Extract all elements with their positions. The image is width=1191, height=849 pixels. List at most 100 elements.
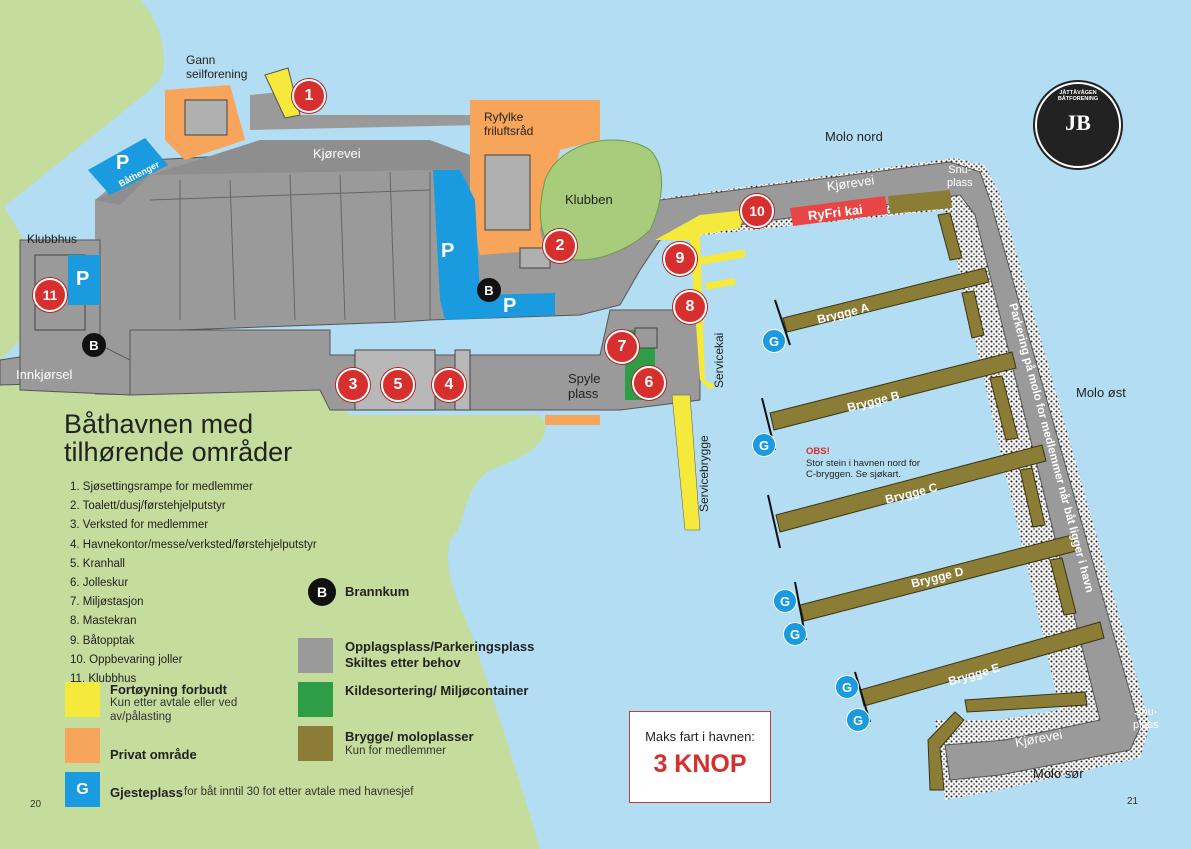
molo-olive-strip: [888, 190, 952, 214]
legend-yellow-title: Fortøyning forbudt: [110, 682, 227, 697]
logo-ring-text: JÅTTÅVÅGEN BÅTFORENING: [1057, 90, 1099, 102]
pier-c: [775, 444, 1047, 533]
marker-6: 6: [632, 366, 666, 400]
legend-item: 3. Verksted for medlemmer: [70, 519, 209, 532]
label-molo-nord: Molo nord: [825, 129, 883, 144]
pier-9-yellow: [700, 249, 746, 265]
legend-item: 8. Mastekran: [70, 615, 137, 628]
label-gann: Gann seilforening: [186, 53, 248, 81]
legend-grey-title: Opplagsplass/Parkeringsplass Skiltes ett…: [345, 639, 535, 671]
pier-d: [799, 534, 1077, 622]
label-molo-ost: Molo øst: [1076, 385, 1126, 400]
central-parking: [433, 170, 555, 320]
speed-limit-box: Maks fart i havnen: 3 KNOP: [629, 711, 771, 803]
pier-8-yellow: [705, 277, 736, 290]
gann-road: [250, 90, 480, 130]
parking-rows: [149, 171, 431, 321]
legend-item: 7. Miljøstasjon: [70, 596, 144, 609]
label-servicekai: Servicekai: [712, 332, 726, 388]
marker-7: 7: [605, 330, 639, 364]
bathenger-parking: [88, 138, 168, 195]
legend-numbered-list: 1. Sjøsettingsrampe for medlemmer 2. Toa…: [70, 478, 317, 689]
ramp-yellow: [264, 67, 301, 119]
parking-marker-central: P: [441, 240, 455, 262]
marker-3: 3: [336, 368, 370, 402]
guest-marker-d1: G: [773, 589, 797, 613]
legend-swatch-orange: [65, 728, 100, 763]
land-south-west: [0, 380, 546, 849]
guest-marker-a: G: [762, 329, 786, 353]
road-top-edge: [95, 140, 480, 215]
legend-olive-title: Brygge/ moloplasser: [345, 729, 474, 744]
finger-6: [964, 691, 1088, 713]
finger-4: [1019, 467, 1046, 528]
finger-3: [989, 375, 1019, 441]
finger-7: [927, 711, 965, 791]
legend-item: 4. Havnekontor/messe/verksted/førstehjel…: [70, 538, 317, 551]
marker-8: 8: [673, 290, 707, 324]
ryfylke-building: [484, 154, 531, 231]
servicebrygge-yellow: [671, 394, 701, 531]
legend-guest-sub: for båt inntil 30 fot etter avtale med h…: [184, 786, 414, 798]
spyle-orange-strip: [545, 415, 600, 425]
label-innkjorsel: Innkjørsel: [16, 367, 73, 382]
speed-line2: 3 KNOP: [653, 750, 747, 778]
parking-marker-klubbhus: P: [76, 268, 90, 290]
label-snuplass-top: Snu- plass: [947, 164, 973, 189]
finger-5: [1049, 557, 1077, 616]
ryfri-kai-area: [790, 196, 888, 226]
guest-marker-d2: G: [783, 622, 807, 646]
legend-swatch-olive: [298, 726, 333, 761]
guest-marker-e1: G: [835, 675, 859, 699]
label-klubbhus: Klubbhus: [27, 232, 78, 246]
label-kjorevei-top: Kjørevei: [313, 146, 361, 161]
marker-1: 1: [292, 79, 326, 113]
guest-marker-e2: G: [846, 708, 870, 732]
pier-a: [782, 267, 990, 333]
marker-5: 5: [381, 368, 415, 402]
legend-title-line2: tilhørende områder: [64, 437, 293, 468]
legend-item: 6. Jolleskur: [70, 577, 129, 590]
label-spyleplass: Spyle plass: [568, 371, 601, 401]
label-klubben: Klubben: [565, 192, 613, 207]
piers: [769, 212, 1105, 791]
klubbhus-parking: [68, 255, 100, 305]
logo-initials: JB: [1065, 110, 1091, 135]
legend-guest-title: Gjesteplass: [110, 785, 183, 800]
legend-swatch-yellow: [65, 682, 100, 717]
club-logo: JB JÅTTÅVÅGEN BÅTFORENING: [1035, 82, 1121, 168]
marker-11: 11: [33, 278, 67, 312]
legend-title-line1: Båthavnen med: [64, 409, 254, 439]
pier-b: [769, 351, 1017, 431]
land-north-west: [0, 0, 164, 210]
molo-rock-edge: [650, 158, 1150, 800]
parking-marker-south: P: [503, 295, 517, 317]
legend-swatch-green: [298, 682, 333, 717]
parking-marker-bathenger: P: [116, 152, 130, 174]
legend-swatch-guest: G: [65, 772, 100, 807]
legend-swatch-grey: [298, 638, 333, 673]
label-servicebrygge: Servicebrygge: [697, 435, 711, 512]
gann-building: [184, 99, 228, 136]
legend-yellow-sub: Kun etter avtale eller ved av/pålasting: [110, 697, 238, 723]
obs-title: OBS!: [806, 446, 830, 457]
legend-green-title: Kildesortering/ Miljøcontainer: [345, 683, 529, 698]
legend-item: 2. Toalett/dusj/førstehjelputstyr: [70, 500, 226, 513]
legend-olive-sub: Kun for medlemmer: [345, 745, 446, 757]
legend-hydrant-symbol: B: [308, 578, 336, 606]
label-ryfylke: Ryfylke friluftsråd: [484, 110, 534, 138]
marker-2: 2: [543, 229, 577, 263]
marker-4: 4: [432, 368, 466, 402]
legend-item: 10. Oppbevaring joller: [70, 653, 183, 666]
legend-item: 9. Båtopptak: [70, 634, 135, 647]
finger-1: [937, 212, 963, 261]
legend-guest-letter: G: [76, 780, 89, 798]
legend-orange-title: Privat område: [110, 747, 197, 762]
legend-brannkum: Brannkum: [345, 584, 410, 599]
finger-2: [961, 290, 985, 339]
hydrant-marker-1: B: [477, 278, 501, 302]
marker-9: 9: [663, 242, 697, 276]
page-number-left: 20: [30, 799, 42, 810]
